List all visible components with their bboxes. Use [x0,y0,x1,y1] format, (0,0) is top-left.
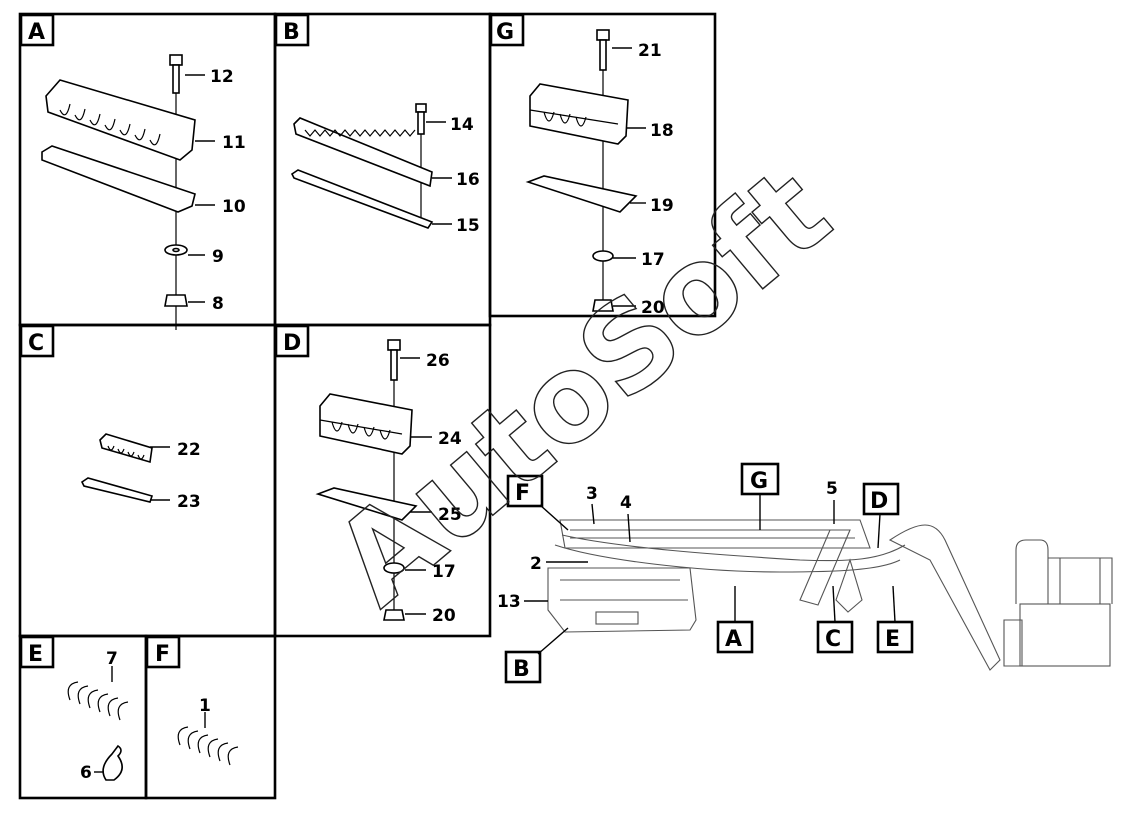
panel-a-frame [18,12,277,327]
part-label-26: 26 [426,351,450,371]
part-label-25: 25 [438,505,462,525]
plate-19-icon [525,175,638,213]
nut-20-icon [592,299,614,312]
plate-10-icon [41,145,196,213]
callout-e: E [885,627,900,652]
panel-b-parts: 14 16 15 [290,103,480,236]
panel-c-parts: 22 23 [80,433,201,512]
cable-wrap-7-icon [67,681,129,721]
panel-d-frame [273,323,492,638]
part-label-20-g: 20 [641,298,665,318]
part-label-17-d: 17 [432,562,456,582]
panel-g-frame [488,12,717,318]
part-label-1: 1 [199,696,211,716]
callout-g: G [750,469,768,494]
part-label-14: 14 [450,115,474,135]
panel-c-frame [18,323,277,638]
callout-d: D [870,489,888,514]
part-label-6: 6 [80,763,92,783]
section-label-a: A [28,20,45,45]
plate-23-icon [80,477,154,503]
section-label-g: G [496,20,514,45]
part-label-7: 7 [106,649,118,669]
washer-17-icon [592,250,614,262]
section-tags: A B G C D E F [19,13,525,669]
section-label-e: E [28,642,43,667]
part-label-16: 16 [456,170,480,190]
washer-17-d-icon [383,562,405,574]
cable-clip-6-icon [102,744,123,781]
plate-25-icon [315,487,418,521]
bolt-21-icon [596,29,610,41]
callout-a: A [725,627,742,652]
part-label-9: 9 [212,247,224,267]
platform-basket [1019,603,1111,667]
section-label-c: C [28,331,44,356]
part-label-11: 11 [222,133,246,153]
bolt-14-icon [415,103,427,113]
nut-8-icon [164,294,188,307]
part-label-18: 18 [650,121,674,141]
bolt-12-icon [169,54,183,94]
plate-15-icon [290,169,434,229]
clamp-block-18-icon [529,83,629,145]
overview-labels: 3 4 5 2 13 [497,479,838,612]
clamp-block-24-icon [319,393,413,455]
section-label-b: B [283,20,300,45]
jib-outline [888,524,1001,671]
part-label-24: 24 [438,429,462,449]
panel-f-frame [144,634,277,800]
panel-f-parts: 1 [177,696,239,766]
part-label-22: 22 [177,440,201,460]
callout-f: F [515,481,530,506]
part-label-20-d: 20 [432,606,456,626]
part-label-3: 3 [586,484,598,504]
section-label-d: D [283,331,301,356]
part-label-2: 2 [530,554,542,574]
panel-g-parts: 21 18 19 17 20 [525,29,674,318]
bolt-26-icon [387,339,401,351]
part-label-12: 12 [210,67,234,87]
callout-c: C [825,627,841,652]
clamp-block-11-icon [45,79,196,161]
panel-d-parts: 26 24 25 17 20 [315,339,462,626]
clamp-block-22-icon [99,433,153,464]
section-label-f: F [155,642,170,667]
part-label-8: 8 [212,294,224,314]
cable-wrap-1-icon [177,726,239,766]
part-label-19: 19 [650,196,674,216]
part-label-15: 15 [456,216,480,236]
part-label-21: 21 [638,41,662,61]
part-label-17-g: 17 [641,250,665,270]
overview-callouts: G F D A C E B [504,462,914,684]
callout-b: B [513,657,530,682]
part-label-5: 5 [826,479,838,499]
nut-20-d-icon [383,609,405,621]
part-label-13: 13 [497,592,521,612]
part-label-4: 4 [620,493,632,513]
panel-a-parts: 12 11 10 9 8 [41,54,246,330]
panel-e-parts: 7 6 [67,649,129,783]
part-label-10: 10 [222,197,246,217]
part-label-23: 23 [177,492,201,512]
